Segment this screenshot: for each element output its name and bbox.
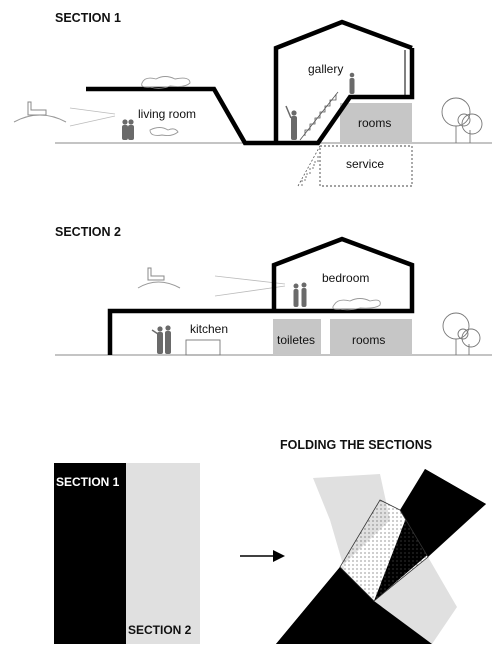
- label-gallery: gallery: [308, 62, 343, 76]
- person-figure: [349, 72, 355, 94]
- folded-section-1-bottom: [276, 567, 400, 644]
- toilets-block: [273, 319, 321, 355]
- label-toilets: toiletes: [277, 333, 315, 347]
- section-2-drawing: SECTION 2: [55, 225, 492, 356]
- cloud-sketch: [141, 76, 191, 89]
- section-1-outline: [86, 19, 415, 146]
- rooms-block: [340, 103, 412, 143]
- folding-title: FOLDING THE SECTIONS: [280, 438, 432, 452]
- arrow-right-icon: [240, 550, 285, 562]
- service-stairs: [297, 145, 321, 187]
- person-figure: [122, 119, 134, 140]
- section-1-title: SECTION 1: [55, 11, 121, 25]
- service-block: [319, 145, 413, 187]
- cloud-sketch-low: [149, 127, 179, 137]
- section-2-title: SECTION 2: [55, 225, 121, 239]
- label-living-room: living room: [138, 107, 196, 121]
- person-figure: [293, 282, 307, 307]
- label-rooms-2: rooms: [352, 333, 385, 347]
- person-figure: [151, 325, 171, 354]
- kitchen-counter: [185, 339, 221, 356]
- folded-section-1-top: [400, 469, 486, 557]
- view-lines: [69, 107, 116, 127]
- gallery-stairs: [299, 91, 339, 141]
- label-kitchen: kitchen: [190, 322, 228, 336]
- person-figure: [285, 105, 297, 140]
- rooms-block-2: [330, 319, 412, 355]
- hill-icon: [13, 101, 67, 123]
- label-bedroom: bedroom: [322, 271, 369, 285]
- section-2-panel: [126, 463, 200, 644]
- folding-diagram: FOLDING THE SECTIONS: [276, 438, 486, 644]
- hill-icon: [137, 267, 181, 289]
- legend-section-1: SECTION 1: [56, 475, 120, 489]
- cloud-sketch: [332, 298, 381, 311]
- tree-icon: [441, 97, 483, 143]
- section-split-square: SECTION 1 SECTION 2: [54, 463, 200, 644]
- label-rooms: rooms: [358, 116, 391, 130]
- label-service: service: [346, 157, 384, 171]
- section-1-panel: [54, 463, 126, 644]
- tree-icon: [442, 312, 481, 355]
- section-2-outline: [107, 236, 415, 355]
- folded-overlap-zone: [339, 499, 429, 602]
- legend-section-2: SECTION 2: [128, 623, 192, 637]
- section-1-drawing: SECTION 1: [13, 11, 492, 187]
